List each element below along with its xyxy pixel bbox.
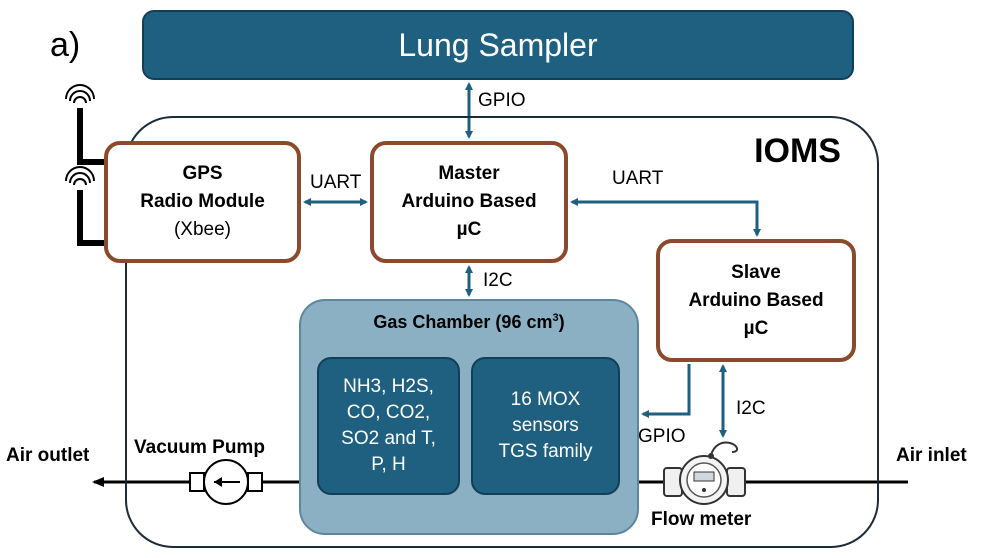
env-sensors-line: P, H — [371, 454, 406, 475]
uart-right-link — [570, 198, 761, 237]
radio-module-label: Radio Module — [140, 191, 265, 212]
slave-title: Slave — [731, 261, 781, 283]
gas-chamber-title: Gas Chamber (96 cm3) — [299, 312, 639, 333]
mox-sensors-line: TGS family — [498, 441, 593, 462]
lung-sampler-label: Lung Sampler — [398, 26, 598, 63]
gpio-slave-link — [641, 364, 691, 418]
gas-chamber-unit-sup: 3 — [552, 312, 559, 324]
air-outlet-label: Air outlet — [6, 445, 90, 466]
antenna-icon — [65, 84, 104, 246]
gas-chamber-title-text: Gas Chamber (96 cm — [373, 312, 553, 332]
vacuum-pump-label: Vacuum Pump — [134, 437, 265, 458]
gps-radio-module-box: GPS Radio Module (Xbee) — [104, 141, 301, 263]
air-inlet-label: Air inlet — [896, 445, 967, 466]
i2c-slave-label: I2C — [736, 398, 766, 419]
uart-left-label: UART — [310, 172, 362, 193]
gas-chamber-title-close: ) — [558, 312, 565, 332]
env-sensors-line: SO2 and T, — [341, 428, 436, 449]
slave-controller-box: Slave Arduino Based µC — [656, 239, 856, 362]
mox-sensors-box: 16 MOX sensors TGS family — [471, 357, 620, 495]
master-controller-box: Master Arduino Based µC — [370, 141, 568, 263]
lung-sampler-box: Lung Sampler — [142, 10, 854, 80]
flow-meter-label: Flow meter — [651, 509, 752, 530]
vacuum-pump-icon — [189, 459, 263, 505]
mox-sensors-line: sensors — [512, 415, 579, 436]
mox-sensors-line: 16 MOX — [510, 389, 581, 410]
env-sensors-box: NH3, H2S, CO, CO2, SO2 and T, P, H — [317, 357, 460, 495]
master-subtitle: Arduino Based — [401, 191, 537, 212]
ioms-container — [125, 116, 879, 548]
xbee-label: (Xbee) — [173, 219, 232, 240]
i2c-master-label: I2C — [483, 270, 513, 291]
ioms-title: IOMS — [754, 132, 841, 170]
gpio-slave-label: GPIO — [638, 426, 686, 447]
slave-uc-label: µC — [743, 317, 769, 339]
gps-label: GPS — [182, 163, 223, 184]
flow-meter-icon — [663, 441, 746, 505]
uart-right-label: UART — [612, 168, 664, 189]
env-sensors-line: NH3, H2S, — [343, 376, 434, 397]
gpio-top-label: GPIO — [478, 90, 526, 111]
master-uc-label: µC — [456, 219, 482, 240]
env-sensors-line: CO, CO2, — [346, 402, 431, 423]
slave-subtitle: Arduino Based — [688, 289, 824, 311]
master-title: Master — [438, 163, 500, 184]
panel-label: a) — [50, 26, 81, 64]
